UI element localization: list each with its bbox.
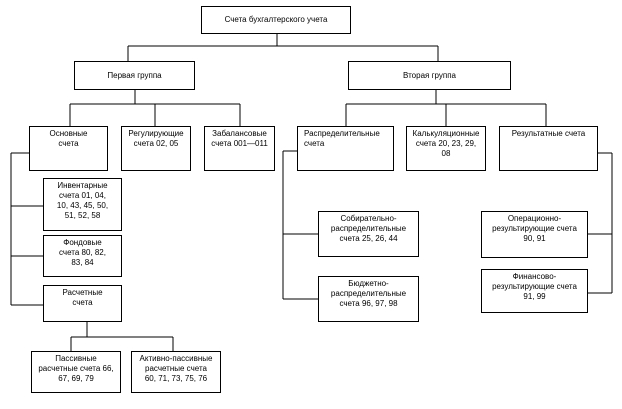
result-accounts-label: Результатные счета (511, 129, 586, 138)
financial-result-box: Финансово- результирующие счета 91, 99 (481, 269, 588, 313)
distributive-accounts-label: Распределительные счета (304, 129, 380, 148)
inventory-accounts-box: Инвентарные счета 01, 04, 10, 43, 45, 50… (43, 178, 122, 231)
active-passive-settlement-box: Активно-пассивные расчетные счета 60, 71… (131, 351, 221, 393)
second-group-label: Вторая группа (403, 70, 456, 80)
operational-result-box: Операционно- результирующие счета 90, 91 (481, 211, 588, 258)
fund-accounts-label: Фондовые счета 80, 82, 83, 84 (59, 238, 106, 267)
fund-accounts-box: Фондовые счета 80, 82, 83, 84 (43, 235, 122, 277)
result-accounts-box: Результатные счета (499, 126, 598, 171)
off-balance-accounts-box: Забалансовые счета 001—011 (204, 126, 275, 171)
main-accounts-box: Основные счета (29, 126, 108, 171)
collective-distributive-box: Собирательно- распределительные счета 25… (318, 211, 419, 257)
budget-distributive-label: Бюджетно- распределительные счета 96, 97… (330, 279, 407, 308)
main-accounts-label: Основные счета (49, 129, 88, 148)
passive-settlement-label: Пассивные расчетные счета 66, 67, 69, 79 (38, 354, 114, 383)
root-box: Счета бухгалтерского учета (201, 6, 351, 34)
collective-distributive-label: Собирательно- распределительные счета 25… (330, 214, 407, 243)
second-group-box: Вторая группа (348, 61, 511, 90)
budget-distributive-box: Бюджетно- распределительные счета 96, 97… (318, 276, 419, 322)
operational-result-label: Операционно- результирующие счета 90, 91 (492, 214, 577, 243)
first-group-label: Первая группа (107, 70, 162, 80)
root-label: Счета бухгалтерского учета (224, 15, 328, 24)
settlement-accounts-box: Расчетные счета (43, 285, 122, 322)
calculation-accounts-label: Калькуляционные счета 20, 23, 29, 08 (412, 129, 480, 158)
passive-settlement-box: Пассивные расчетные счета 66, 67, 69, 79 (31, 351, 121, 393)
active-passive-settlement-label: Активно-пассивные расчетные счета 60, 71… (139, 354, 213, 383)
distributive-accounts-box: Распределительные счета (297, 126, 394, 171)
first-group-box: Первая группа (74, 61, 195, 90)
off-balance-accounts-label: Забалансовые счета 001—011 (211, 129, 268, 148)
settlement-accounts-label: Расчетные счета (62, 288, 103, 307)
financial-result-label: Финансово- результирующие счета 91, 99 (492, 272, 577, 301)
regulating-accounts-box: Регулирующие счета 02, 05 (121, 126, 191, 171)
regulating-accounts-label: Регулирующие счета 02, 05 (128, 129, 184, 148)
inventory-accounts-label: Инвентарные счета 01, 04, 10, 43, 45, 50… (56, 181, 109, 220)
calculation-accounts-box: Калькуляционные счета 20, 23, 29, 08 (406, 126, 486, 171)
